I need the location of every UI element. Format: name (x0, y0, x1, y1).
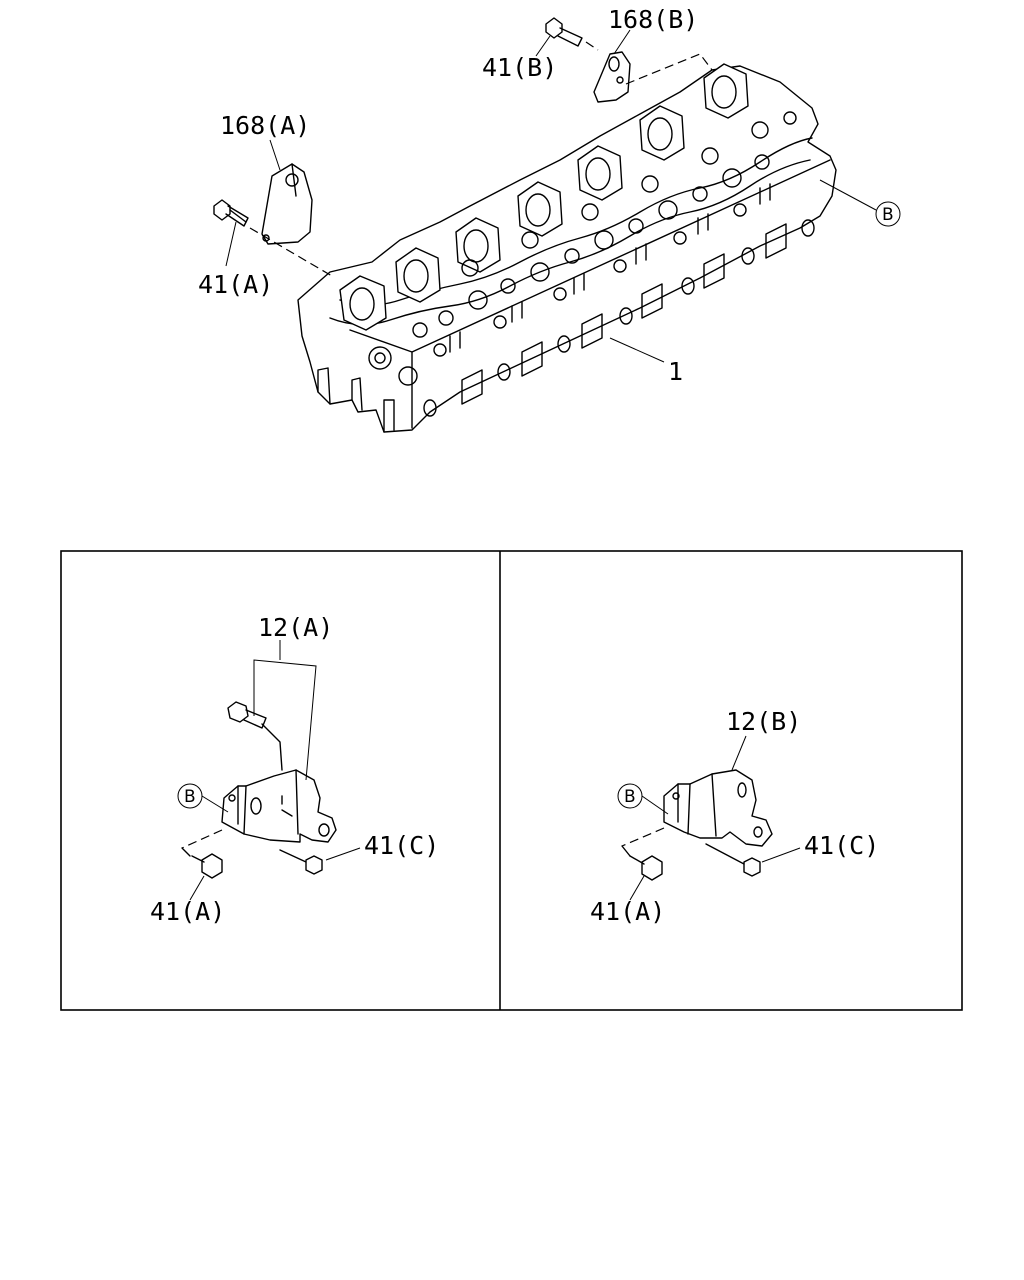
callout-part-168b: 168(B) (608, 5, 698, 34)
exhaust-ports (423, 219, 815, 417)
injector-bosses (449, 183, 771, 353)
detail-12b (621, 769, 773, 881)
bracket-168a (261, 163, 313, 245)
callout-part-1: 1 (668, 357, 683, 386)
callout-ref-b-right: B (624, 787, 636, 807)
callout-part-41c-right: 41(C) (804, 831, 879, 860)
detail-12a (181, 701, 337, 879)
valve-holes (368, 111, 797, 386)
callout-part-41a-top: 41(A) (198, 270, 273, 299)
detail-frame (60, 550, 963, 1011)
cylinder-head (297, 63, 837, 433)
callout-part-12a: 12(A) (258, 613, 333, 642)
callout-part-41a-left: 41(A) (150, 897, 225, 926)
camshaft-bearing-caps (339, 63, 749, 331)
callout-part-12b: 12(B) (726, 707, 801, 736)
bolt-41b (545, 17, 583, 47)
bolt-41a-top (213, 199, 249, 227)
callout-part-41a-right: 41(A) (590, 897, 665, 926)
callout-ref-b-left: B (184, 787, 196, 807)
ref-circle-b-top (875, 201, 901, 227)
callout-part-41c-left: 41(C) (364, 831, 439, 860)
callout-part-41b: 41(B) (482, 53, 557, 82)
bracket-168b (593, 51, 631, 103)
callout-ref-b-top: B (882, 205, 894, 225)
callout-part-168a: 168(A) (220, 111, 310, 140)
